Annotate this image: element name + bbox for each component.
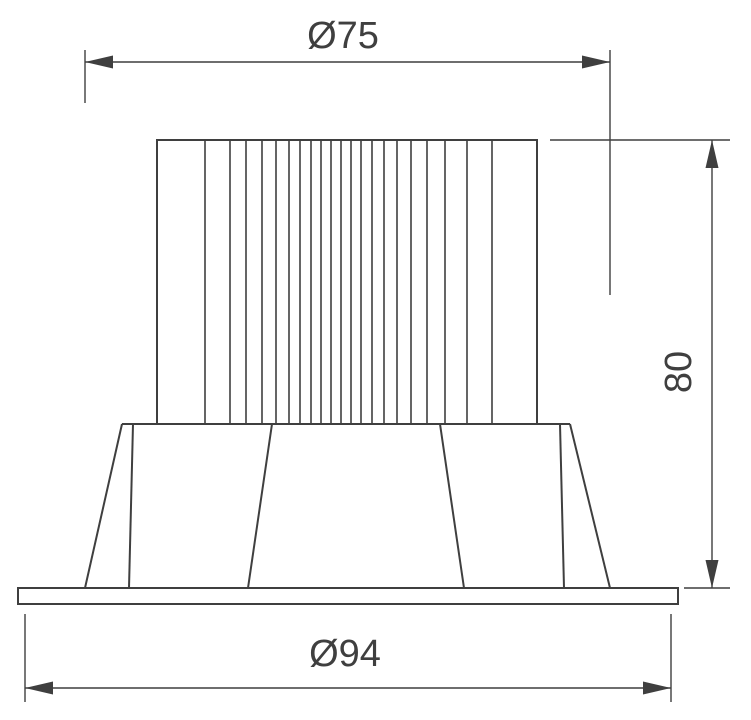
cone-left-edge xyxy=(84,423,123,589)
arrowhead-left xyxy=(85,55,113,69)
cone-left-divider xyxy=(247,423,273,589)
arrowhead-top xyxy=(705,140,719,168)
dimension-label-top: Ø75 xyxy=(307,15,379,57)
cone-right-inner-line xyxy=(559,423,565,589)
dimension-bottom: Ø94 xyxy=(24,614,672,702)
flange-outline xyxy=(17,587,679,605)
dimension-label-right: 80 xyxy=(658,351,700,393)
dimension-top: Ø75 xyxy=(84,15,611,295)
dimension-right: 80 xyxy=(550,139,730,589)
cone-right-edge xyxy=(569,423,611,589)
trim-cone xyxy=(84,423,611,589)
arrowhead-right xyxy=(643,681,671,695)
cone-right-divider xyxy=(439,423,465,589)
heatsink-body xyxy=(156,139,538,425)
arrowhead-right xyxy=(582,55,610,69)
arrowhead-left xyxy=(25,681,53,695)
heatsink-outline xyxy=(156,139,538,425)
arrowhead-bottom xyxy=(705,560,719,588)
flange xyxy=(17,587,679,605)
cone-left-inner-line xyxy=(128,423,134,589)
dimension-label-bottom: Ø94 xyxy=(309,633,381,675)
heatsink-fins xyxy=(204,140,493,424)
